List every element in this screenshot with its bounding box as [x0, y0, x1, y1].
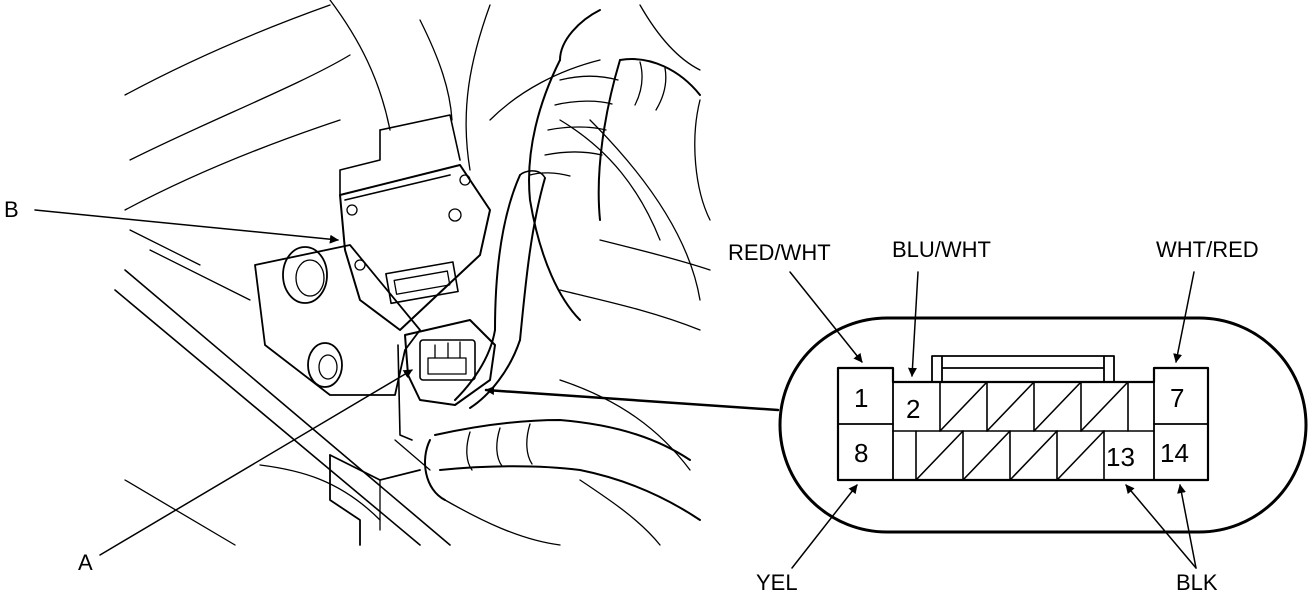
- wire-color-leaders: [789, 271, 1197, 569]
- detail-view-frame: [778, 316, 1308, 534]
- callout-leaders: [34, 209, 780, 556]
- wire-label-yel: YEL: [756, 570, 798, 595]
- connector-a-housing: [397, 319, 496, 441]
- callout-label-a: A: [78, 550, 93, 575]
- body-rails: [114, 229, 451, 546]
- pin-number-8: 8: [854, 438, 868, 468]
- leader-red-wht: [789, 271, 863, 363]
- detail-pointer-line: [484, 386, 780, 412]
- leader-blk-13: [1125, 484, 1197, 569]
- panel-contours: [124, 0, 711, 471]
- wire-label-red-wht: RED/WHT: [728, 240, 831, 265]
- vehicle-area-drawing: [114, 0, 711, 546]
- mounting-bracket: [254, 244, 421, 396]
- leader-blu-wht: [907, 271, 919, 377]
- leader-wht-red: [1173, 271, 1195, 363]
- leader-line-b: [34, 209, 339, 244]
- unused-cavity-marks: [915, 381, 1129, 481]
- pin-number-7: 7: [1170, 383, 1184, 413]
- floor-bracket: [329, 439, 431, 546]
- wire-label-wht-red: WHT/RED: [1156, 237, 1259, 262]
- pin-number-14: 14: [1160, 438, 1189, 468]
- pin-number-13: 13: [1106, 442, 1135, 472]
- leader-line-a: [99, 369, 413, 556]
- connector-cavity-grid: [837, 367, 1209, 481]
- wire-harness: [424, 9, 701, 546]
- leader-yel: [791, 484, 858, 569]
- wire-label-blu-wht: BLU/WHT: [892, 237, 991, 262]
- connector-lock-tab: [931, 355, 1115, 383]
- connector-detail-view: 1 2 7 8 13 14: [778, 316, 1308, 534]
- callout-label-b: B: [4, 197, 19, 222]
- connector-b-housing: [339, 114, 491, 331]
- pin-number-1: 1: [854, 383, 868, 413]
- wire-label-blk: BLK: [1176, 570, 1218, 595]
- pin-number-2: 2: [906, 394, 920, 424]
- leader-blk-14: [1177, 484, 1197, 569]
